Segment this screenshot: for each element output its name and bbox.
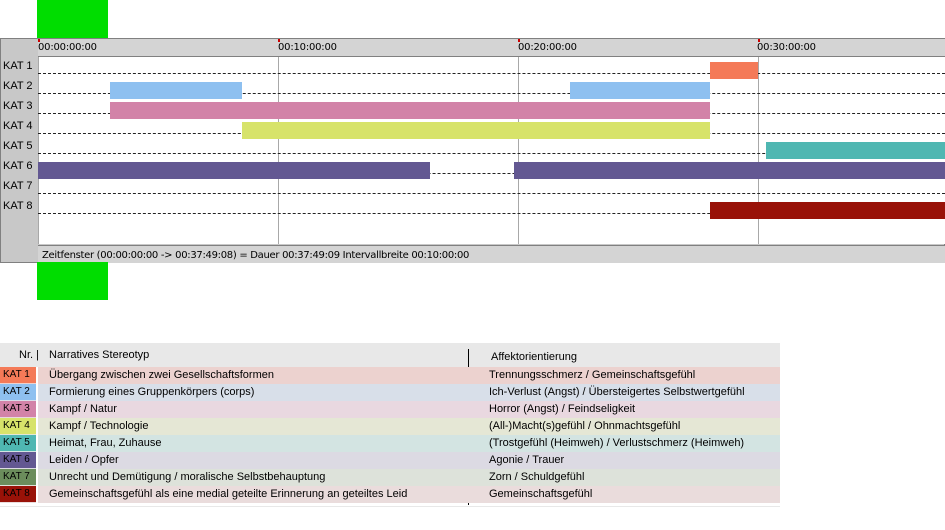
kat-chip: KAT 6 <box>0 452 36 468</box>
tick-label-2: 00:20:00:00 <box>518 42 577 53</box>
header-affekt: Affektorientierung <box>491 351 578 363</box>
stereotyp-cell: Formierung eines Gruppenkörpers (corps) <box>49 386 255 398</box>
tick-mark <box>518 39 520 42</box>
stereotyp-cell: Gemeinschaftsgefühl als eine medial gete… <box>49 488 408 500</box>
chip-separator <box>36 452 38 469</box>
legend-row: KAT 3 Kampf / Natur Horror (Angst) / Feind… <box>0 401 780 418</box>
affekt-cell: Agonie / Trauer <box>489 454 565 466</box>
kat-chip: KAT 2 <box>0 384 36 400</box>
chip-separator <box>36 486 38 503</box>
affekt-cell: (All-)Macht(s)gefühl / Ohnmachtsgefühl <box>489 420 681 432</box>
legend-row: KAT 1 Übergang zwischen zwei Gesellschaft… <box>0 367 780 384</box>
timeline-panel: 00:00:00:00 00:10:00:00 00:20:00:00 00:3… <box>0 38 945 263</box>
row-label-kat7: KAT 7 <box>3 180 33 192</box>
stereotyp-cell: Leiden / Opfer <box>49 454 119 466</box>
row-label-kat1: KAT 1 <box>3 60 33 72</box>
lane-line <box>38 73 945 74</box>
stereotyp-cell: Unrecht und Demütigung / moralische Selb… <box>49 471 326 483</box>
legend-row: KAT 4 Kampf / Technologie (All-)Macht(s)ge… <box>0 418 780 435</box>
legend-table: Nr. | Narratives Stereotyp Affektorienti… <box>0 343 780 507</box>
tick-mark <box>278 39 280 42</box>
kat-chip: KAT 3 <box>0 401 36 417</box>
affekt-cell: Gemeinschaftsgefühl <box>489 488 593 500</box>
tick-mark <box>758 39 760 42</box>
grid-line <box>278 57 279 244</box>
kat-chip: KAT 4 <box>0 418 36 434</box>
grid-line <box>38 57 39 244</box>
affekt-cell: Horror (Angst) / Feindseligkeit <box>489 403 636 415</box>
stereotyp-cell: Kampf / Technologie <box>49 420 149 432</box>
row-label-kat3: KAT 3 <box>3 100 33 112</box>
segment-kat4[interactable] <box>242 122 710 139</box>
chip-separator <box>36 384 38 401</box>
row-label-kat4: KAT 4 <box>3 120 33 132</box>
segment-kat8[interactable] <box>710 202 945 219</box>
chip-separator <box>36 418 38 435</box>
legend-row: KAT 2 Formierung eines Gruppenkörpers (co… <box>0 384 780 401</box>
stereotyp-cell: Kampf / Natur <box>49 403 117 415</box>
header-stereotyp: Narratives Stereotyp <box>49 349 150 361</box>
lane-line <box>38 193 945 194</box>
segment-kat2[interactable] <box>570 82 710 99</box>
kat-chip: KAT 1 <box>0 367 36 383</box>
lane-line <box>38 153 945 154</box>
segment-kat6[interactable] <box>514 162 945 179</box>
tick-label-1: 00:10:00:00 <box>278 42 337 53</box>
legend-bottom-rule <box>0 506 780 507</box>
legend-row: KAT 5 Heimat, Frau, Zuhause (Trostgefühl (… <box>0 435 780 452</box>
row-label-kat2: KAT 2 <box>3 80 33 92</box>
chip-separator <box>36 401 38 418</box>
kat-chip: KAT 7 <box>0 469 36 485</box>
legend-header: Nr. | Narratives Stereotyp Affektorienti… <box>0 343 780 367</box>
affekt-cell: Zorn / Schuldgefühl <box>489 471 585 483</box>
grid-line <box>518 57 519 244</box>
segment-kat5[interactable] <box>766 142 945 159</box>
legend-row: KAT 7 Unrecht und Demütigung / moralische… <box>0 469 780 486</box>
segment-kat1[interactable] <box>710 62 758 79</box>
lane-line <box>38 173 945 174</box>
segment-kat6[interactable] <box>38 162 430 179</box>
kat-chip: KAT 5 <box>0 435 36 451</box>
status-bar: Zeitfenster (00:00:00:00 -> 00:37:49:08)… <box>38 245 945 263</box>
grid-line <box>758 57 759 244</box>
row-label-kat6: KAT 6 <box>3 160 33 172</box>
chip-separator <box>36 469 38 486</box>
tick-label-0: 00:00:00:00 <box>38 42 97 53</box>
green-marker-bottom <box>37 262 108 300</box>
stereotyp-cell: Übergang zwischen zwei Gesellschaftsform… <box>49 369 274 381</box>
timeline-lanes[interactable] <box>38 57 945 244</box>
chip-separator <box>36 367 38 384</box>
lane-line <box>38 93 945 94</box>
tick-mark <box>38 39 40 42</box>
affekt-cell: Trennungsschmerz / Gemeinschaftsgefühl <box>489 369 696 381</box>
green-marker-top <box>37 0 108 38</box>
affekt-cell: Ich-Verlust (Angst) / Übersteigertes Sel… <box>489 386 745 398</box>
header-nr: Nr. | <box>19 349 39 361</box>
legend-row: KAT 6 Leiden / Opfer Agonie / Trauer <box>0 452 780 469</box>
kat-chip: KAT 8 <box>0 486 36 502</box>
segment-kat3[interactable] <box>110 102 710 119</box>
row-label-kat8: KAT 8 <box>3 200 33 212</box>
stereotyp-cell: Heimat, Frau, Zuhause <box>49 437 162 449</box>
legend-row: KAT 8 Gemeinschaftsgefühl als eine medial… <box>0 486 780 503</box>
tick-label-3: 00:30:00:00 <box>757 42 816 53</box>
chip-separator <box>36 435 38 452</box>
affekt-cell: (Trostgefühl (Heimweh) / Verlustschmerz … <box>489 437 745 449</box>
segment-kat2[interactable] <box>110 82 242 99</box>
lane-line <box>38 213 945 214</box>
row-label-kat5: KAT 5 <box>3 140 33 152</box>
time-ruler: 00:00:00:00 00:10:00:00 00:20:00:00 00:3… <box>38 39 945 57</box>
